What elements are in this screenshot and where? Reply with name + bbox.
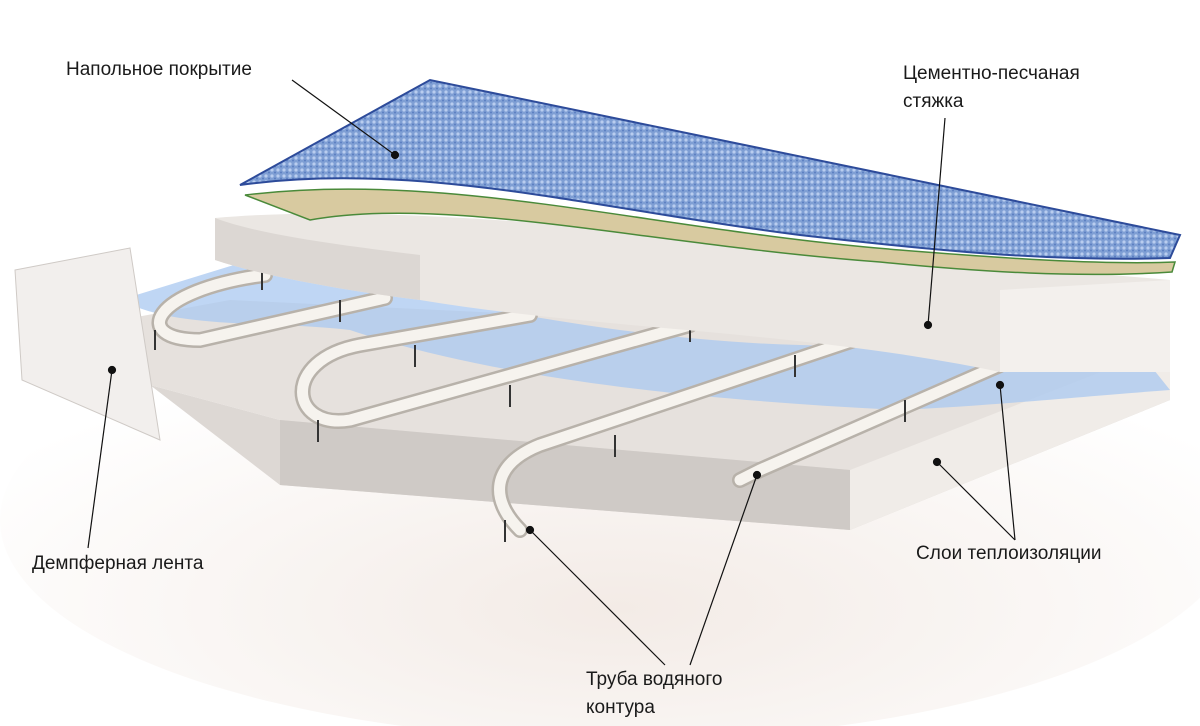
pipe-clips bbox=[154, 268, 906, 542]
label-screed-line1: Цементно-песчаная bbox=[903, 63, 1080, 84]
label-damper-tape: Демпферная лента bbox=[32, 553, 204, 574]
heating-pipes bbox=[151, 267, 1008, 538]
underlay-layer bbox=[244, 188, 1177, 276]
floor-covering-layer bbox=[239, 78, 1182, 260]
damper-tape bbox=[14, 247, 161, 441]
label-screed-line2: стяжка bbox=[903, 91, 964, 112]
label-floor-covering: Напольное покрытие bbox=[66, 59, 252, 80]
label-insulation: Слои теплоизоляции bbox=[916, 543, 1102, 564]
label-pipe-line2: контура bbox=[586, 697, 655, 718]
label-pipe-line1: Труба водяного bbox=[586, 669, 723, 690]
screed-layer bbox=[215, 213, 1170, 372]
leader-lines bbox=[87, 79, 1016, 666]
